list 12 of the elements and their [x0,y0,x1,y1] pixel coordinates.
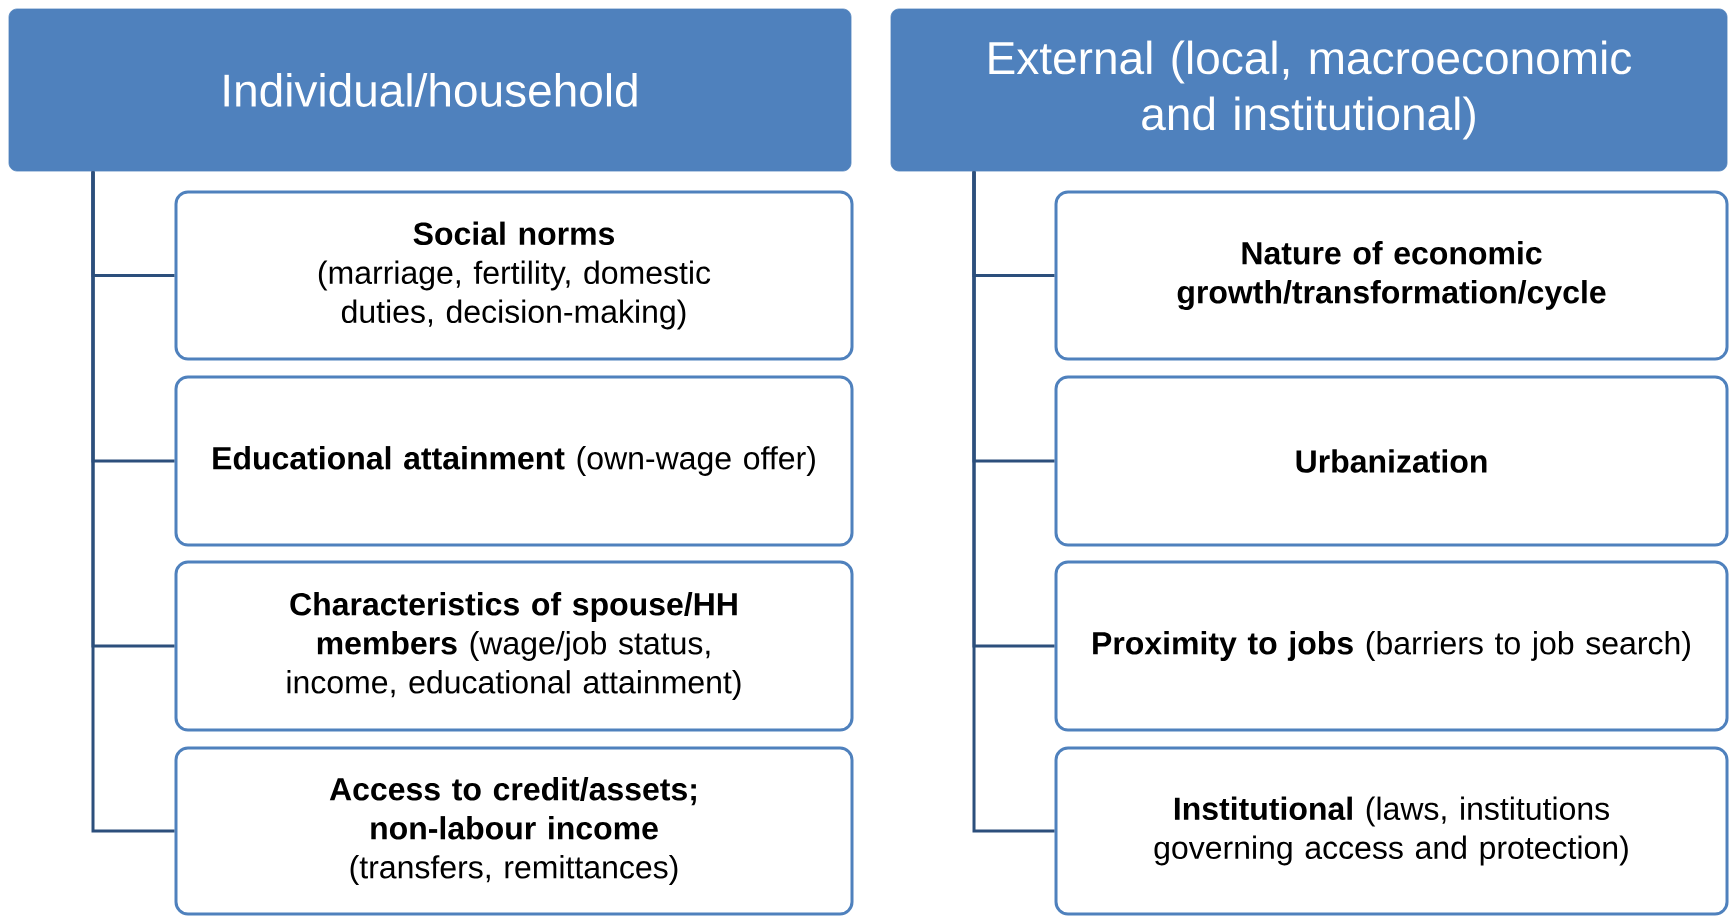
factor-box: Proximity to jobs (barriers to job search) [1054,560,1729,732]
factor-box: Characteristics of spouse/HH members (wage/job status, income, educational attainment) [174,560,854,732]
factor-box: Nature of economic growth/transformation/cycle [1054,190,1729,361]
header-box: External (local, macroeconomic and institutional) [890,8,1728,172]
factor-box: Educational attainment (own-wage offer) [174,375,854,547]
factor-box: Access to credit/assets; non-labour income (transfers, remittances) [174,746,854,916]
factor-box: Social norms (marriage, fertility, domestic duties, decision-making) [174,190,854,361]
header-box: Individual/household [8,8,852,172]
factor-box: Urbanization [1054,375,1729,547]
connector-line [91,171,175,833]
connector-line [972,171,1055,833]
factor-box: Institutional (laws, institutions governing access and protection) [1054,746,1729,916]
